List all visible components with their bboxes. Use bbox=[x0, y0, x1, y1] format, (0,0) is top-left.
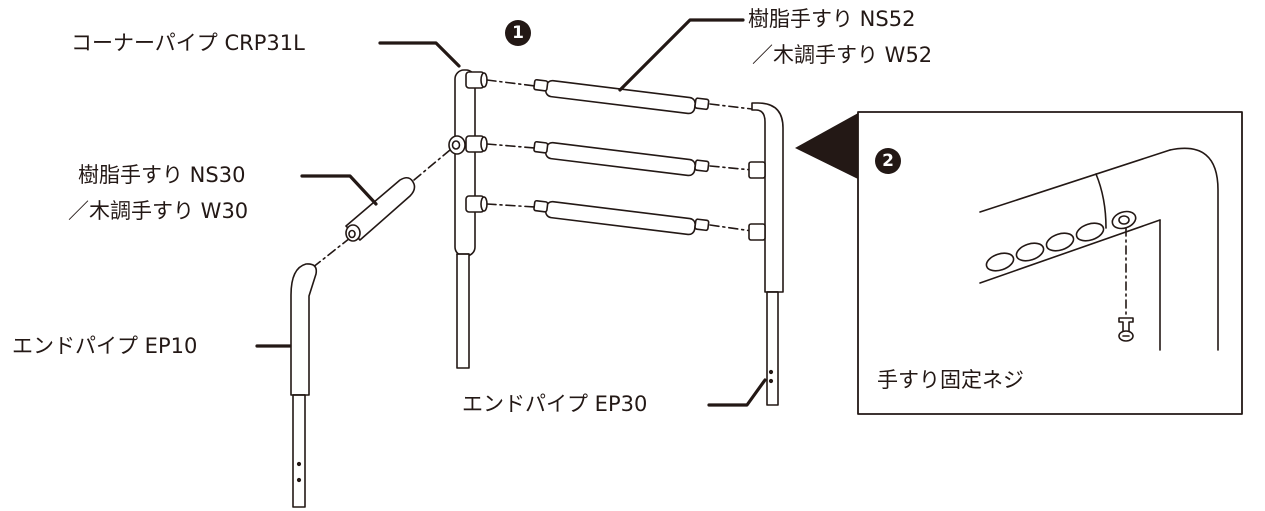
fixing-screw-icon bbox=[1118, 317, 1134, 342]
rail-w52-label: ／木調手すり W52 bbox=[752, 43, 933, 67]
step-one-marker: 1 bbox=[505, 20, 531, 46]
end-pipe-ep30-label: エンドパイプ EP30 bbox=[462, 392, 648, 416]
rail-ns52-label: 樹脂手すり NS52 bbox=[748, 7, 916, 31]
long-rail-top bbox=[533, 78, 710, 115]
end-pipe-ep10 bbox=[290, 263, 318, 508]
long-rail-bottom bbox=[533, 199, 710, 236]
fixing-screw-label: 手すり固定ネジ bbox=[877, 368, 1024, 392]
long-rail-middle bbox=[533, 140, 710, 177]
detail-inset bbox=[795, 111, 1243, 415]
end-pipe-ep30 bbox=[748, 102, 784, 406]
rail-w30-label: ／木調手すり W30 bbox=[68, 199, 249, 223]
corner-pipe-label: コーナーパイプ CRP31L bbox=[71, 31, 305, 55]
step-two-marker: 2 bbox=[875, 148, 901, 174]
corner-pipe-crp31l bbox=[448, 69, 488, 369]
rail-ns30-label: 樹脂手すり NS30 bbox=[78, 163, 246, 187]
end-pipe-ep10-label: エンドパイプ EP10 bbox=[12, 334, 198, 358]
short-rail bbox=[345, 176, 416, 242]
assembly-guide-lines bbox=[311, 79, 753, 269]
